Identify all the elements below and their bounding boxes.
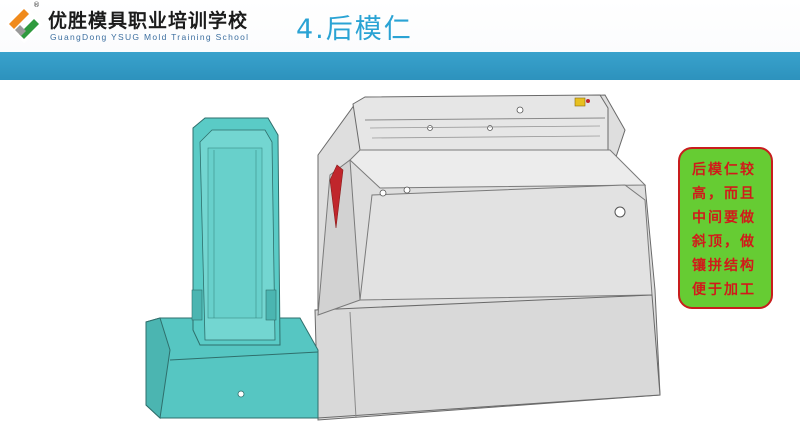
school-name: 优胜模具职业培训学校 bbox=[48, 10, 249, 32]
header-bar: ® 优胜模具职业培训学校 GuangDong YSUG Mold Trainin… bbox=[0, 0, 800, 53]
title-band bbox=[0, 52, 800, 80]
explanation-note: 后模仁较 高，而且 中间要做 斜顶，做 镶拼结构 便于加工 bbox=[678, 147, 773, 309]
core-block bbox=[314, 94, 661, 421]
registered-mark: ® bbox=[33, 1, 40, 9]
model-stage: 后模仁较 高，而且 中间要做 斜顶，做 镶拼结构 便于加工 bbox=[0, 80, 800, 429]
school-name-english: GuangDong YSUG Mold Training School bbox=[50, 32, 250, 42]
back-insert bbox=[145, 117, 319, 420]
school-logo-icon bbox=[5, 5, 43, 43]
mold-core-model bbox=[145, 94, 661, 421]
slide-title: 4.后模仁 bbox=[296, 14, 413, 45]
note-text: 后模仁较 高，而且 中间要做 斜顶，做 镶拼结构 便于加工 bbox=[692, 162, 756, 298]
